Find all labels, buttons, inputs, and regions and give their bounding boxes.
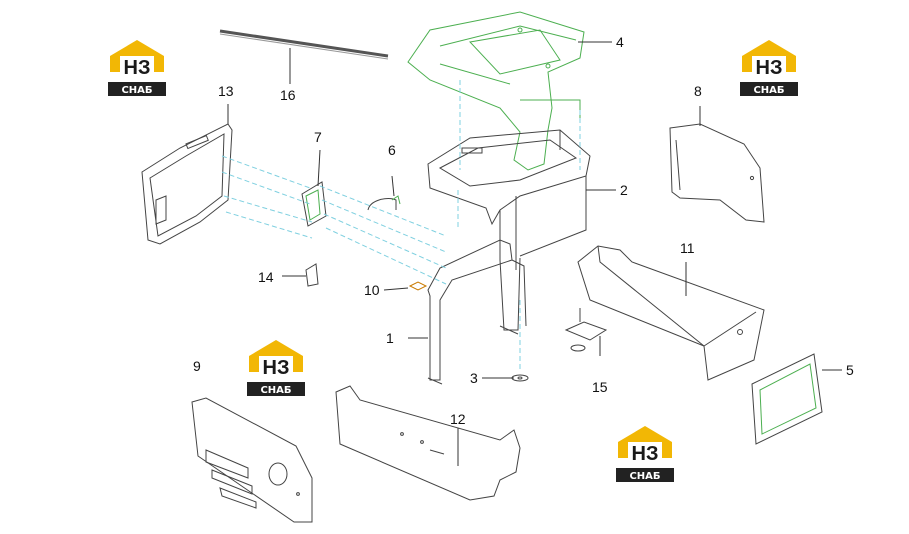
callout-7: 7 <box>314 129 322 145</box>
callout-15: 15 <box>592 379 608 395</box>
part-frame-upper <box>427 129 591 270</box>
callout-5: 5 <box>846 362 854 378</box>
svg-text:НЗ: НЗ <box>756 57 783 79</box>
part-hinge-bracket <box>301 181 327 227</box>
callout-4: 4 <box>616 34 624 50</box>
svg-text:НЗ: НЗ <box>263 357 290 379</box>
callout-3: 3 <box>470 370 478 386</box>
callout-8: 8 <box>694 83 702 99</box>
callout-10: 10 <box>364 282 380 298</box>
brand-logo: НЗ СНАБ <box>108 40 166 96</box>
callout-1: 1 <box>386 330 394 346</box>
part-latch <box>408 281 428 291</box>
part-rear-tray <box>577 245 765 381</box>
part-small-bracket <box>305 263 319 287</box>
part-frame-lower <box>427 239 527 385</box>
callout-9: 9 <box>193 358 201 374</box>
callout-13: 13 <box>218 83 234 99</box>
part-front-lower-panel <box>335 385 521 501</box>
callout-2: 2 <box>620 182 628 198</box>
svg-text:НЗ: НЗ <box>124 57 151 79</box>
callout-14: 14 <box>258 269 274 285</box>
brand-logo: НЗ СНАБ <box>740 40 798 96</box>
part-left-door <box>141 123 233 245</box>
assembly-guides <box>221 80 581 370</box>
part-rod <box>219 29 389 60</box>
callout-11: 11 <box>680 240 695 256</box>
part-grille-panel <box>191 397 313 523</box>
part-handle <box>367 195 401 211</box>
svg-text:СНАБ: СНАБ <box>753 85 784 96</box>
callout-6: 6 <box>388 142 396 158</box>
brand-logo: НЗ СНАБ <box>616 426 674 482</box>
svg-text:СНАБ: СНАБ <box>260 385 291 396</box>
part-washer <box>511 374 529 382</box>
part-roof <box>407 11 585 171</box>
leader-lines <box>227 41 842 466</box>
part-right-panel <box>669 123 765 223</box>
svg-text:НЗ: НЗ <box>632 443 659 465</box>
callout-12: 12 <box>450 411 466 427</box>
part-plate <box>751 353 823 445</box>
part-mount-plate <box>564 308 608 352</box>
callout-16: 16 <box>280 87 296 103</box>
svg-text:СНАБ: СНАБ <box>121 85 152 96</box>
brand-logo: НЗ СНАБ <box>247 340 305 396</box>
svg-text:СНАБ: СНАБ <box>629 471 660 482</box>
